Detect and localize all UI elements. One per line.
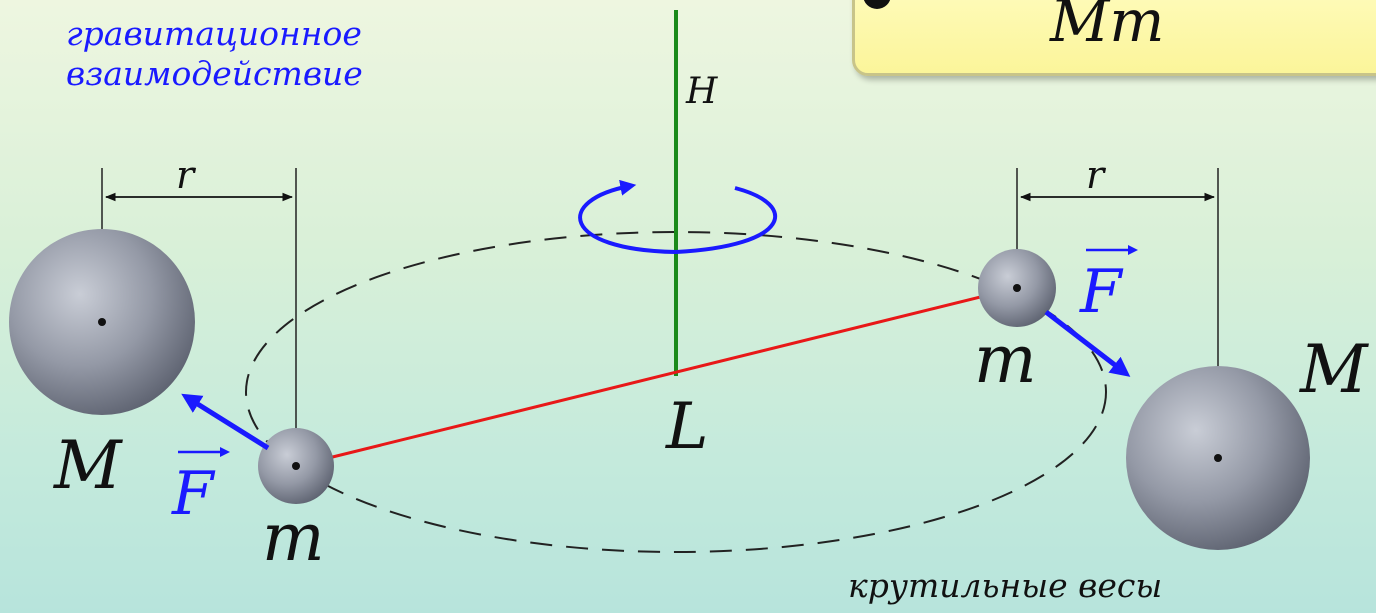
- force-vector-left: [181, 393, 270, 451]
- big-mass-label-left: M: [53, 427, 123, 504]
- small-mass-right-center: [1013, 284, 1021, 292]
- formula-denominator: Mm: [1050, 0, 1165, 55]
- rod-center-label: L: [665, 390, 709, 464]
- axis-label: H: [685, 71, 718, 112]
- rotation-arrow-icon: [578, 179, 778, 255]
- distance-label-right: r: [1086, 153, 1107, 197]
- title-line-1: гравитационное: [66, 14, 362, 53]
- torsion-rod: [295, 286, 1018, 468]
- big-mass-right-center: [1214, 454, 1222, 462]
- title-text: гравитационное взаимодействие: [66, 14, 363, 94]
- caption-torsion-balance: крутильные весы: [848, 566, 1163, 605]
- formula-box: Mm: [852, 0, 1376, 76]
- distance-label-left: r: [176, 153, 197, 197]
- small-mass-left-center: [292, 462, 300, 470]
- big-mass-label-right: M: [1299, 331, 1369, 408]
- big-mass-left-center: [98, 318, 106, 326]
- small-mass-label-left: m: [262, 499, 325, 576]
- force-label-left: F: [171, 459, 216, 529]
- force-vector-right: [1044, 310, 1131, 377]
- orbit-ellipse: [245, 231, 1107, 553]
- small-mass-label-right: m: [974, 321, 1037, 398]
- title-line-2: взаимодействие: [66, 54, 363, 93]
- force-label-right: F: [1079, 257, 1124, 327]
- formula-fragment: [863, 0, 891, 9]
